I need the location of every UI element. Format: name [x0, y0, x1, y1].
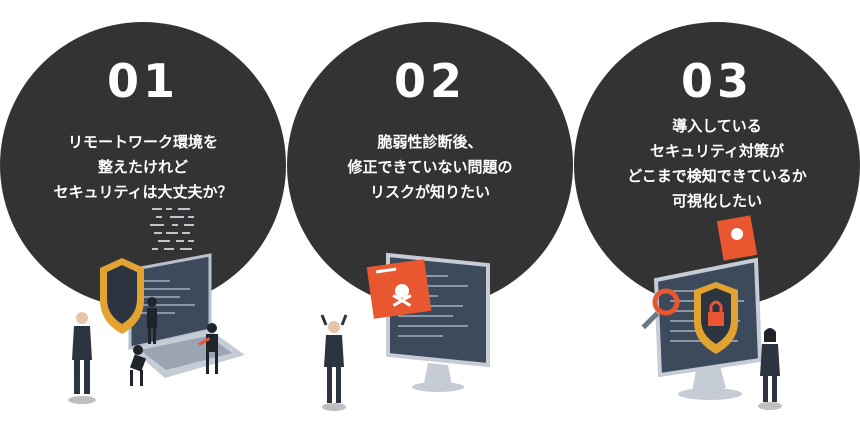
card-text-line: 修正できていない問題の	[347, 158, 513, 176]
monitor-lock-magnifier-woman-illustration	[641, 215, 782, 410]
card-text-line: どこまで検知できているか	[627, 167, 807, 185]
card-text-line: 導入している	[672, 117, 762, 135]
card-text-line: リモートワーク環境を	[67, 133, 218, 151]
worried-man-icon	[320, 314, 348, 411]
card-text: リモートワーク環境を 整えたけれど セキュリティは大丈夫か？	[20, 130, 266, 205]
alert-window-icon	[366, 259, 432, 319]
card-text-line: 可視化したい	[671, 192, 762, 210]
card-text-line: 脆弱性診断後、	[377, 133, 483, 151]
card-circle	[574, 22, 860, 308]
card-text-line: セキュリティ対策が	[649, 142, 785, 160]
card-number: 01	[106, 54, 179, 108]
magnifier-icon	[641, 288, 680, 330]
card-number: 02	[393, 54, 466, 108]
card-text: 脆弱性診断後、 修正できていない問題の リスクが知りたい	[307, 130, 553, 205]
monitor-alert-worried-man-illustration	[320, 244, 490, 411]
concern-card-1: 01 リモートワーク環境を 整えたけれど セキュリティは大丈夫か？	[0, 22, 286, 308]
card-number: 03	[680, 54, 753, 108]
card-text: 導入している セキュリティ対策が どこまで検知できているか 可視化したい	[594, 114, 840, 214]
card-text-line: リスクが知りたい	[369, 183, 490, 201]
card-text-line: セキュリティは大丈夫か？	[53, 183, 233, 201]
laptop-shield-hackers-illustration	[68, 208, 245, 404]
data-stream-icon	[150, 208, 194, 250]
card-circle	[0, 22, 286, 308]
businessman-icon	[68, 312, 96, 404]
alert-badge-icon	[716, 215, 758, 261]
businesswoman-icon	[758, 328, 782, 410]
card-text-line: 整えたけれど	[97, 158, 188, 176]
concern-card-3: 03 導入している セキュリティ対策が どこまで検知できているか 可視化したい	[574, 22, 860, 308]
